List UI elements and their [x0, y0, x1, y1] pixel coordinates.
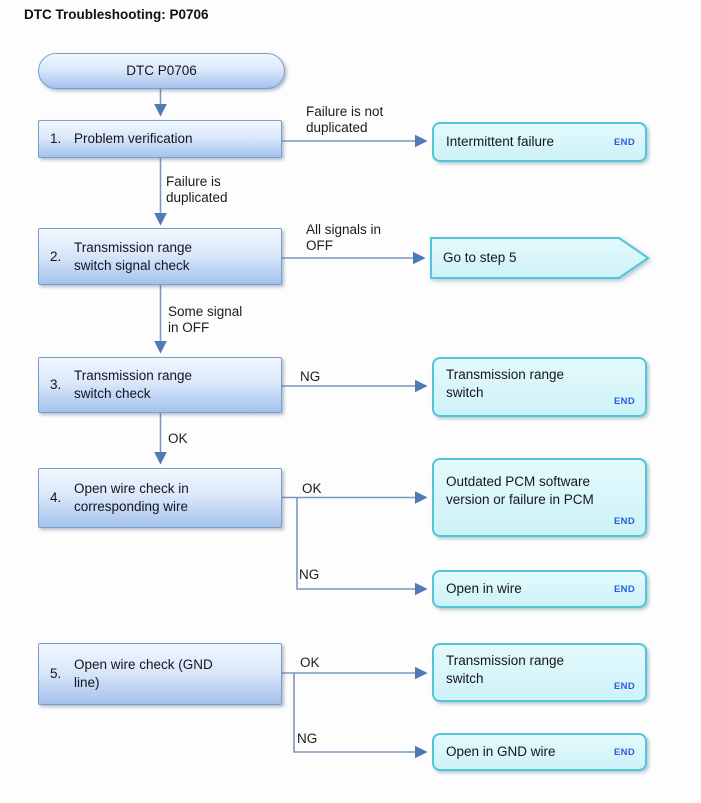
branch-label-ng-step5: NG	[297, 731, 318, 746]
result-intermittent-failure-label: Intermittent failure	[446, 134, 555, 149]
start-node-dtc: DTC P0706	[38, 53, 285, 89]
step-5-label-line2: line)	[74, 675, 100, 690]
start-node-label: DTC P0706	[126, 63, 197, 78]
branch-label-ng-step4: NG	[299, 567, 320, 582]
end-tag: END	[614, 746, 635, 758]
step-3-number: 3.	[50, 377, 62, 392]
branch-label-some-signal-in-off: Some signal in OFF	[168, 304, 243, 335]
result-open-in-wire-label: Open in wire	[446, 581, 522, 596]
result-goto-step5-label: Go to step 5	[443, 250, 517, 265]
result-label-line2: switch	[446, 671, 484, 686]
end-tag: END	[614, 681, 635, 692]
result-open-in-gnd-wire: Open in GND wire END	[432, 733, 647, 771]
step-4-box: 4. Open wire check in corresponding wire	[38, 468, 282, 528]
result-label-line2: version or failure in PCM	[446, 492, 594, 507]
page-title: DTC Troubleshooting: P0706	[24, 7, 209, 22]
step-3-box: 3. Transmission range switch check	[38, 357, 282, 413]
branch-label-ok-step4: OK	[302, 481, 322, 496]
result-open-in-wire: Open in wire END	[432, 570, 647, 608]
step-2-box: 2. Transmission range switch signal chec…	[38, 228, 282, 285]
branch-label-ng-step3: NG	[300, 369, 321, 384]
goto-arrow-shape	[430, 237, 650, 279]
step-1-box: 1. Problem verification	[38, 120, 282, 158]
step-4-label-line1: Open wire check in	[74, 481, 189, 496]
step-3-label-line1: Transmission range	[74, 368, 193, 383]
step-1-number: 1.	[50, 131, 62, 146]
result-open-in-gnd-wire-label: Open in GND wire	[446, 744, 556, 759]
branch-label-ok-step3: OK	[168, 431, 188, 446]
end-tag: END	[614, 583, 635, 595]
branch-label-all-signals-in-off: All signals in OFF	[306, 222, 382, 253]
step-3-label-line2: switch check	[74, 386, 151, 401]
branch-label-failure-not-duplicated: Failure is not duplicated	[306, 104, 384, 135]
result-label-line1: Outdated PCM software	[446, 474, 591, 489]
end-tag: END	[614, 396, 635, 407]
step-5-box: 5. Open wire check (GND line)	[38, 643, 282, 705]
result-intermittent-failure: Intermittent failure END	[432, 122, 647, 162]
result-transmission-range-switch-2: Transmission range switch END	[432, 643, 647, 702]
step-2-label-line1: Transmission range	[74, 239, 193, 255]
result-goto-step5: Go to step 5	[430, 237, 651, 279]
step-5-number: 5.	[50, 666, 62, 681]
step-2-label-line2: switch signal check	[74, 257, 190, 273]
step-4-number: 4.	[50, 490, 62, 505]
result-label-line1: Transmission range	[446, 653, 565, 668]
result-transmission-range-switch-1: Transmission range switch END	[432, 357, 647, 417]
result-label-line1: Transmission range	[446, 367, 565, 382]
step-5-label-line1: Open wire check (GND	[74, 657, 213, 672]
step-1-label: Problem verification	[74, 131, 193, 146]
step-4-label-line2: corresponding wire	[74, 499, 189, 514]
step-2-number: 2.	[50, 248, 62, 264]
result-label-line2: switch	[446, 385, 484, 400]
branch-label-failure-duplicated: Failure is duplicated	[166, 174, 228, 205]
end-tag: END	[614, 516, 635, 527]
branch-label-ok-step5: OK	[300, 655, 320, 670]
end-tag: END	[614, 136, 635, 148]
result-outdated-pcm: Outdated PCM software version or failure…	[432, 458, 647, 537]
